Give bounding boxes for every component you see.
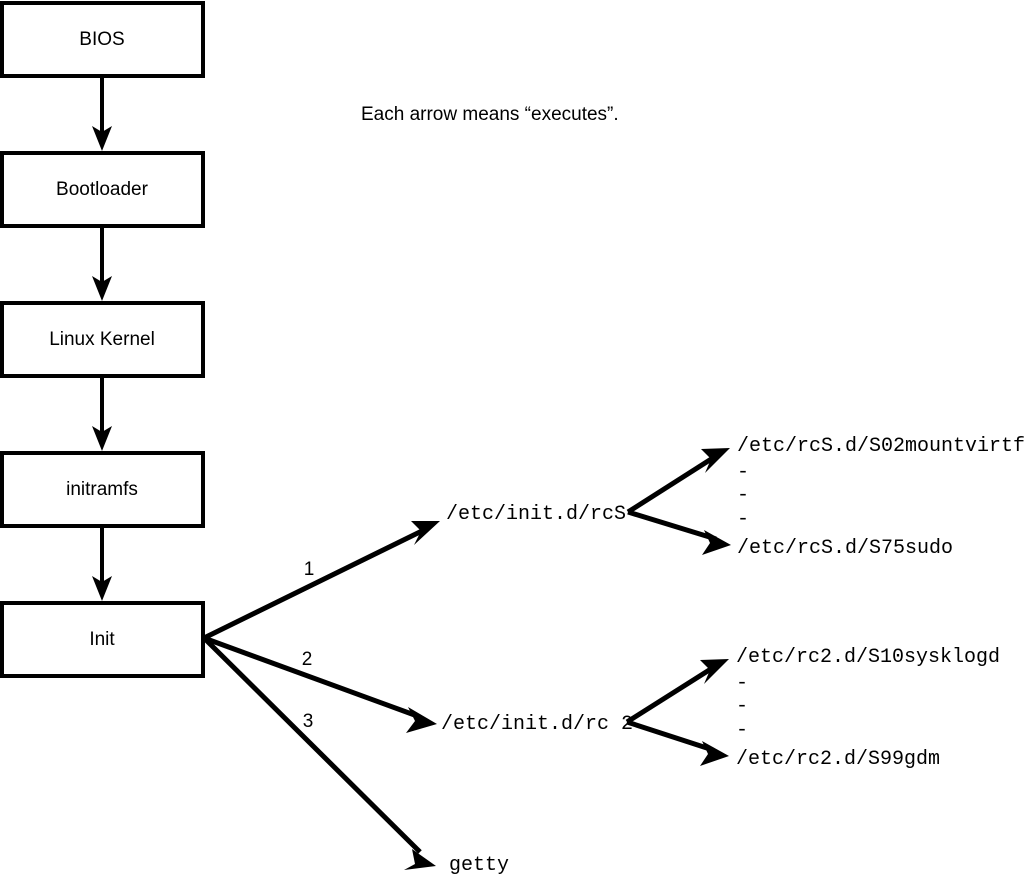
rc2-branch-last-head: [700, 741, 729, 766]
rc2-script-first-label: /etc/rc2.d/S10sysklogd: [736, 646, 1000, 669]
stage-init-label: Init: [89, 629, 115, 650]
stage-initramfs[interactable]: initramfs: [0, 451, 205, 528]
rc2-script-last-label: /etc/rc2.d/S99gdm: [736, 748, 940, 771]
rc2-ellipsis-dash-3: -: [736, 719, 748, 742]
rc2-branch-first-head: [700, 659, 729, 684]
stage-bios-box[interactable]: [0, 1, 205, 78]
init-branch-3-shaft: [202, 636, 422, 854]
rc2-branch-last-shaft: [626, 719, 714, 753]
rc2-script-branches: /etc/rc2.d/S10sysklogd - - - /etc/rc2.d/…: [625, 646, 1000, 771]
init-branch-1-number: 1: [304, 559, 315, 580]
rcs-ellipsis-dash-2: -: [737, 484, 749, 507]
stage-bootloader-box[interactable]: [0, 151, 205, 228]
arrow-kernel-to-initramfs: [92, 376, 112, 451]
init-branch-1: 1 /etc/init.d/rcS: [202, 503, 626, 641]
arrow-bios-to-bootloader: [92, 76, 112, 151]
rcs-ellipsis-dash-1: -: [737, 461, 749, 484]
arrow-bootloader-to-kernel: [92, 226, 112, 301]
init-branch-1-head: [411, 521, 440, 545]
rc2-ellipsis-dash-1: -: [736, 672, 748, 695]
rc2-ellipsis-dash-2: -: [736, 695, 748, 718]
rcs-script-first-label: /etc/rcS.d/S02mountvirtfs: [737, 435, 1024, 458]
init-branch-3: 3 getty: [202, 636, 509, 875]
stage-bootloader[interactable]: Bootloader: [0, 151, 205, 228]
arrow-initramfs-to-init-head: [92, 576, 112, 601]
rcs-ellipsis-dash-3: -: [737, 508, 749, 531]
init-branch-2-head: [406, 707, 437, 733]
rcs-script-last-label: /etc/rcS.d/S75sudo: [737, 537, 953, 560]
stage-linux-kernel-label: Linux Kernel: [49, 329, 155, 350]
stage-bootloader-label: Bootloader: [56, 179, 149, 200]
rcs-branch-last-head: [702, 530, 731, 555]
rcs-branch-first-head: [701, 448, 730, 473]
init-branch-2: 2 /etc/init.d/rc 2: [203, 635, 633, 736]
stage-bios-label: BIOS: [79, 29, 124, 50]
rc2-branch-first-shaft: [625, 664, 716, 725]
stage-init[interactable]: Init: [0, 601, 205, 678]
init-branch-2-number: 2: [302, 649, 313, 670]
stage-linux-kernel-box[interactable]: [0, 301, 205, 378]
diagram-caption: Each arrow means “executes”.: [361, 104, 619, 125]
init-branch-1-target-label: /etc/init.d/rcS: [446, 503, 626, 526]
rcs-branch-last-shaft: [627, 509, 717, 542]
init-branch-3-number: 3: [303, 711, 314, 732]
arrow-kernel-to-initramfs-head: [92, 426, 112, 451]
init-branch-2-target-label: /etc/init.d/rc 2: [441, 713, 633, 736]
stage-initramfs-label: initramfs: [66, 479, 138, 500]
init-branch-1-shaft: [202, 525, 430, 641]
rcs-script-branches: /etc/rcS.d/S02mountvirtfs - - - /etc/rcS…: [626, 435, 1024, 560]
stage-bios[interactable]: BIOS: [0, 1, 205, 78]
init-branch-3-target-label: getty: [449, 854, 509, 875]
stage-linux-kernel[interactable]: Linux Kernel: [0, 301, 205, 378]
arrow-bios-to-bootloader-head: [92, 126, 112, 151]
init-branch-3-head: [404, 849, 436, 870]
init-branch-2-shaft: [203, 635, 421, 720]
arrow-bootloader-to-kernel-head: [92, 276, 112, 301]
rcs-branch-first-shaft: [626, 453, 718, 515]
arrow-initramfs-to-init: [92, 526, 112, 601]
